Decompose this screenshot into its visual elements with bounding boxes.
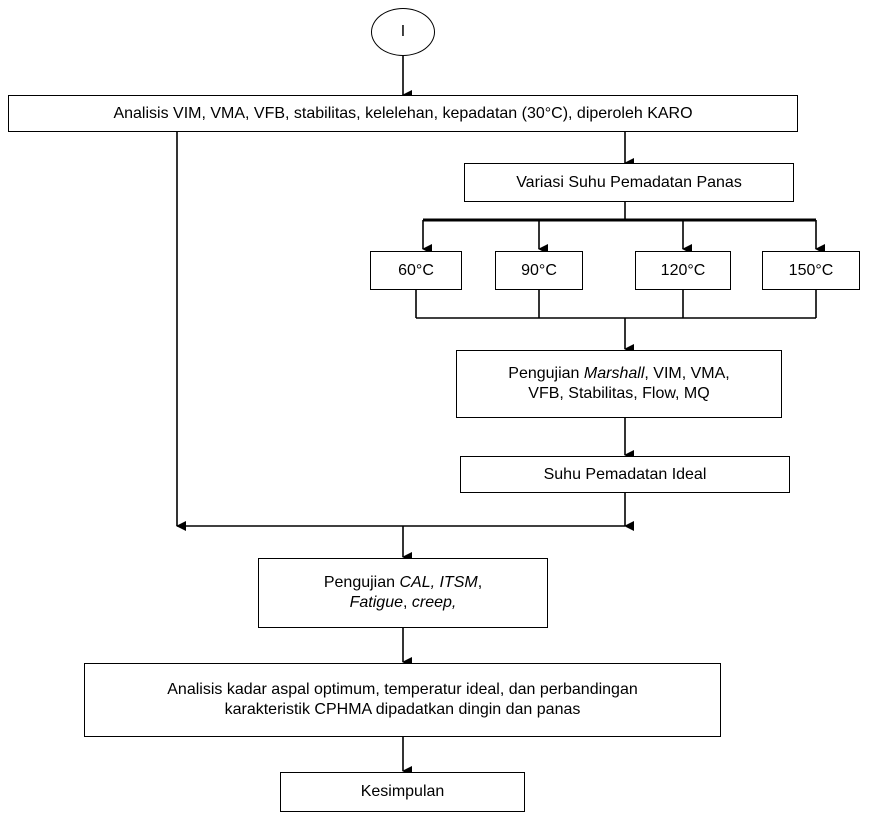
temp-box-150: 150°C xyxy=(762,251,860,290)
marshall-box: Pengujian Marshall, VIM, VMA, VFB, Stabi… xyxy=(456,350,782,418)
variasi-box: Variasi Suhu Pemadatan Panas xyxy=(464,163,794,202)
kesimpulan-text: Kesimpulan xyxy=(360,783,445,800)
pengujian2-box: Pengujian CAL, ITSM, Fatigue, creep, xyxy=(258,558,548,628)
ideal-text: Suhu Pemadatan Ideal xyxy=(543,465,707,483)
temp-label-150: 150°C xyxy=(788,261,834,279)
variasi-text: Variasi Suhu Pemadatan Panas xyxy=(516,173,742,191)
temp-box-90: 90°C xyxy=(495,251,583,290)
temp-label-90: 90°C xyxy=(521,261,557,279)
temp-box-60: 60°C xyxy=(370,251,462,290)
connector-circle: I xyxy=(371,8,435,56)
connector-label: I xyxy=(400,23,406,40)
analysis-top-text: Analisis VIM, VMA, VFB, stabilitas, kele… xyxy=(113,104,693,122)
temp-box-120: 120°C xyxy=(635,251,731,290)
ideal-box: Suhu Pemadatan Ideal xyxy=(460,456,790,493)
kesimpulan-box: Kesimpulan xyxy=(280,772,525,812)
analysis-top-box: Analisis VIM, VMA, VFB, stabilitas, kele… xyxy=(8,95,798,132)
temp-label-120: 120°C xyxy=(660,261,706,279)
final-analysis-box: Analisis kadar aspal optimum, temperatur… xyxy=(84,663,721,737)
temp-label-60: 60°C xyxy=(398,261,434,279)
